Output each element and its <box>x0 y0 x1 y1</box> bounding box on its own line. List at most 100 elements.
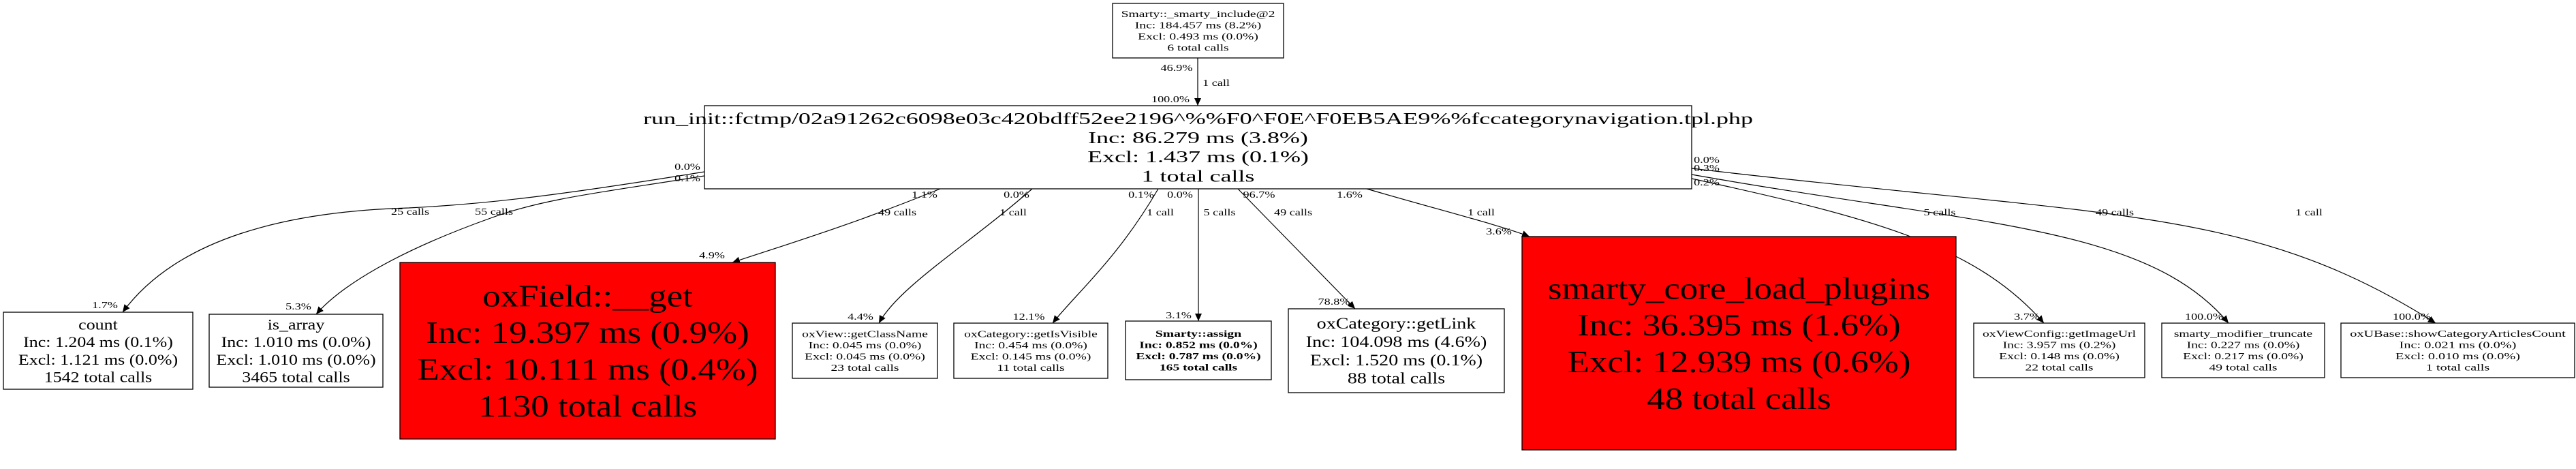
node-function-name: Smarty::_smarty_include@2 <box>1121 9 1275 20</box>
node-metric: Excl: 1.121 ms (0.0%) <box>18 352 178 369</box>
edge-head-percent: 1.7% <box>92 300 118 311</box>
node-metric: 6 total calls <box>1167 42 1228 53</box>
node-metric: 22 total calls <box>2025 362 2093 373</box>
node-metric: Excl: 0.217 ms (0.0%) <box>2183 351 2303 362</box>
node-metric: Inc: 0.852 ms (0.0%) <box>1139 339 1258 350</box>
node-box[interactable] <box>2161 322 2325 378</box>
edge-call-count: 49 calls <box>1274 207 1312 218</box>
edge-call-count: 1 call <box>1468 207 1495 218</box>
edge-tail-percent: 0.0% <box>1694 155 1720 166</box>
node-metric: Excl: 1.010 ms (0.0%) <box>216 352 375 369</box>
edge-arrow[interactable] <box>1691 168 2436 324</box>
edge-arrow[interactable] <box>1691 174 2229 324</box>
edge-call-count: 5 calls <box>1204 207 1236 218</box>
edge-arrow[interactable] <box>315 175 705 315</box>
node-box[interactable] <box>792 322 938 379</box>
node-box[interactable] <box>953 322 1108 379</box>
edge-call-count: 49 calls <box>2096 207 2134 218</box>
edge-head-percent: 78.8% <box>1318 297 1350 307</box>
edge-head-percent: 4.4% <box>848 312 873 322</box>
node-function-name: smarty_core_load_plugins <box>1548 271 1930 306</box>
node-box[interactable] <box>3 312 193 390</box>
edge-call-count: 1 call <box>1147 207 1174 218</box>
edge-head-percent: 4.9% <box>699 250 725 261</box>
edge-tail-percent: 1.1% <box>912 190 937 200</box>
edge-arrow[interactable] <box>878 188 1033 324</box>
edge-call-count: 49 calls <box>878 207 916 218</box>
node-metric: 165 total calls <box>1160 362 1238 373</box>
node-metric: Inc: 86.279 ms (3.8%) <box>1088 129 1308 147</box>
node-box[interactable] <box>208 314 384 388</box>
edge-head-percent: 3.6% <box>1486 226 1512 237</box>
edge-head-percent: 3.7% <box>2014 312 2040 322</box>
node-function-name: smarty_modifier_truncate <box>2174 329 2312 339</box>
node-metric: 49 total calls <box>2209 362 2277 373</box>
node-function-name: oxView::getClassName <box>802 329 928 339</box>
edge-head-percent: 100.0% <box>2185 312 2223 322</box>
node-metric: Inc: 184.457 ms (8.2%) <box>1135 20 1261 31</box>
node-box[interactable] <box>1112 3 1284 59</box>
edge-tail-percent: 0.0% <box>1004 190 1029 200</box>
node-box[interactable] <box>1288 308 1505 393</box>
edge-arrow[interactable] <box>1237 188 1356 309</box>
node-box[interactable] <box>1973 322 2145 378</box>
node-metric: Inc: 0.021 ms (0.0%) <box>2400 339 2517 350</box>
edge-arrow[interactable] <box>1052 188 1159 324</box>
node-metric: Excl: 0.010 ms (0.0%) <box>2395 350 2520 361</box>
node-metric: Excl: 12.939 ms (0.6%) <box>1568 344 1911 379</box>
edge-arrow[interactable] <box>122 171 705 313</box>
node-function-name: run_init::fctmp/02a91262c6098e03c420bdff… <box>643 110 1753 128</box>
node-metric: 23 total calls <box>831 363 899 374</box>
node-metric: Inc: 0.045 ms (0.0%) <box>809 340 922 351</box>
node-metric: 48 total calls <box>1647 381 1831 416</box>
node-metric: 1 total calls <box>2426 361 2490 372</box>
edge-tail-percent: 0.2% <box>1694 177 1720 188</box>
node-metric: Excl: 0.148 ms (0.0%) <box>1999 351 2120 362</box>
call-edge-main-to-oxfield[interactable]: 49 calls 1.1% 4.9% <box>699 188 941 264</box>
node-box[interactable] <box>704 105 1692 190</box>
node-metric: Inc: 0.454 ms (0.0%) <box>974 340 1087 351</box>
edge-arrow[interactable] <box>1366 188 1530 237</box>
node-metric: Inc: 36.395 ms (1.6%) <box>1577 307 1900 342</box>
node-function-name: is_array <box>268 317 325 333</box>
node-main[interactable]: run_init::fctmp/02a91262c6098e03c420bdff… <box>643 105 1753 190</box>
node-box[interactable] <box>2340 322 2575 378</box>
node-metric: Inc: 104.098 ms (4.6%) <box>1306 333 1487 350</box>
node-box[interactable] <box>399 262 776 440</box>
node-box[interactable] <box>1125 320 1272 380</box>
node-function-name: oxViewConfig::getImageUrl <box>1983 329 2136 339</box>
node-metric: Excl: 0.045 ms (0.0%) <box>805 351 925 362</box>
node-function-name: Smarty::assign <box>1155 329 1242 339</box>
node-metric: 11 total calls <box>997 363 1064 374</box>
node-box[interactable] <box>1521 236 1957 451</box>
node-metric: Inc: 19.397 ms (0.9%) <box>426 315 749 350</box>
edge-call-count: 55 calls <box>475 207 513 217</box>
edge-tail-percent: 0.0% <box>1167 190 1193 200</box>
node-metric: Excl: 1.520 ms (0.1%) <box>1310 351 1483 369</box>
edge-arrow[interactable] <box>732 188 941 264</box>
